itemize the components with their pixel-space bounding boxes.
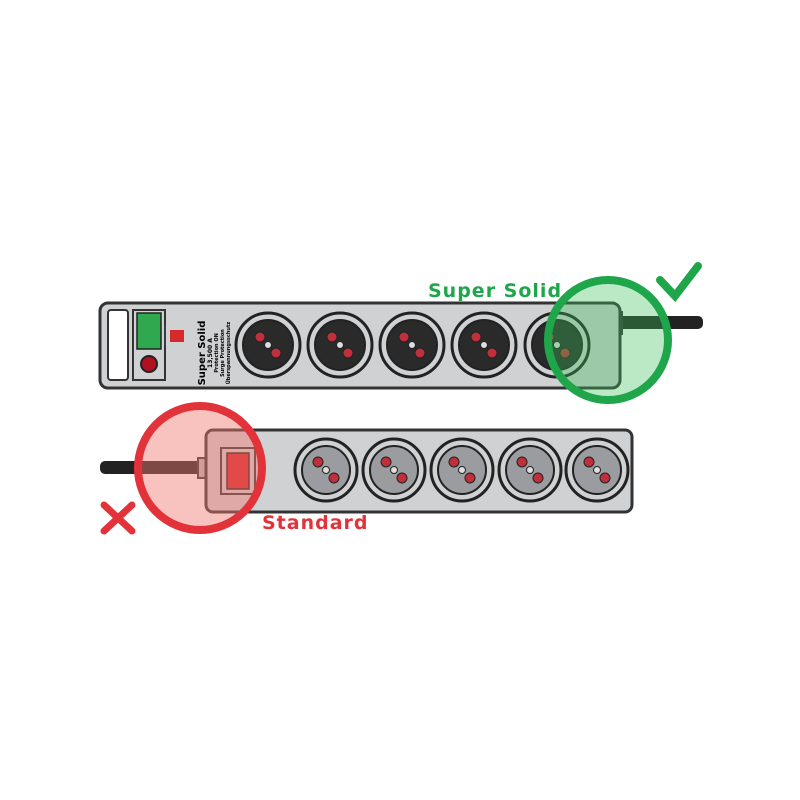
german-text: Überspannungsschutz (226, 321, 232, 385)
socket-hole (326, 331, 338, 343)
socket (234, 311, 302, 379)
super-solid-cord (615, 316, 703, 329)
socket-hole (312, 456, 324, 468)
socket-hole (270, 347, 282, 359)
socket-hole (448, 456, 460, 468)
standard-cord (100, 461, 210, 474)
socket-hole (532, 472, 544, 484)
checkmark-icon (656, 262, 702, 303)
super-solid-label: Super Solid (428, 280, 563, 302)
socket (497, 437, 563, 503)
socket-hole (254, 331, 266, 343)
standard-highlight-circle (134, 402, 266, 534)
super-solid-highlight-circle (544, 276, 672, 404)
super-solid-vertical-text: Super Solid 13,500 A Protection ON Surge… (186, 310, 236, 386)
socket-hole (516, 456, 528, 468)
socket-hole (599, 472, 611, 484)
standard-sockets (293, 437, 630, 503)
red-switch (226, 452, 250, 490)
socket (293, 437, 359, 503)
socket-hole (559, 347, 571, 359)
brand-name: brennenstuhl (162, 325, 167, 345)
socket-hole (328, 472, 340, 484)
socket-hole (342, 347, 354, 359)
socket (429, 437, 495, 503)
brand-logo (170, 330, 184, 342)
green-switch (136, 312, 162, 350)
socket-hole (380, 456, 392, 468)
socket (564, 437, 630, 503)
socket-hole (396, 472, 408, 484)
super-solid-sockets (234, 311, 591, 379)
socket-hole (414, 347, 426, 359)
standard-label: Standard (262, 512, 369, 534)
socket-hole (470, 331, 482, 343)
socket-hole (464, 472, 476, 484)
socket-hole (583, 456, 595, 468)
socket-hole (486, 347, 498, 359)
socket (361, 437, 427, 503)
socket (450, 311, 518, 379)
socket-hole (398, 331, 410, 343)
socket (306, 311, 374, 379)
reset-button (140, 355, 158, 373)
socket (378, 311, 446, 379)
cross-icon (100, 501, 136, 535)
label-window (107, 309, 129, 381)
